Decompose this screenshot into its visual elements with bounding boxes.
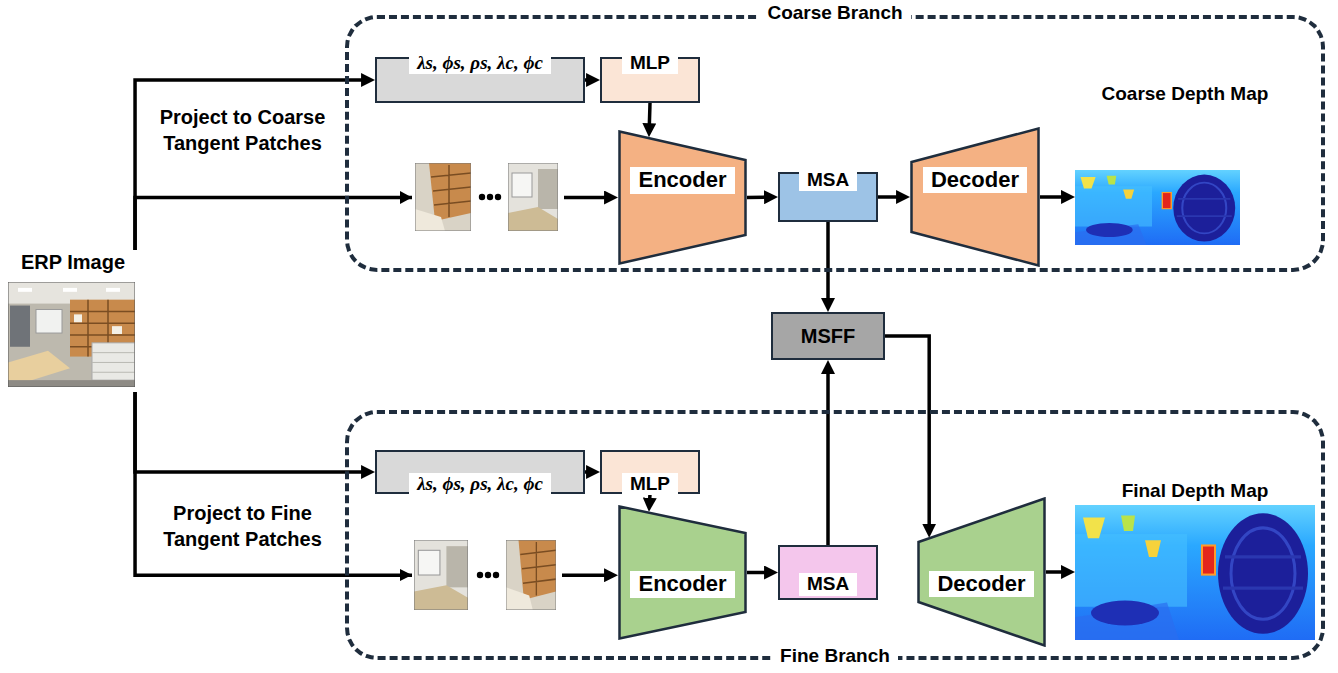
arrow-connector [826,222,830,307]
coarse-depth-image [1075,170,1240,245]
arrow-connector [585,470,595,474]
node-label: MSFF [801,324,855,348]
illustration-part [485,572,491,578]
illustration-part [506,540,556,610]
depth-map-output: Coarse Depth Map [1075,100,1240,248]
encoder-trapezoid: Encoder [618,130,747,265]
branch-panel: λs, ϕs, ρs, λc, ϕc MLP Encoder MSA Decoder Co… [345,15,1325,272]
node-label: λs, ϕs, ρs, λc, ϕc [409,473,551,496]
node-label: ERP Image [21,250,125,274]
node-label: Coarse Depth Map [1094,83,1222,106]
illustration-part [493,572,499,578]
arrow-connector [747,571,773,575]
decoder-trapezoid: Decoder [910,127,1040,267]
illustration-part [412,158,564,236]
node-label: Decoder [929,571,1033,597]
trapezoid-outline [910,127,1040,267]
input-image: ERP Image [6,250,140,392]
arrow-connector [135,392,370,472]
node-label: MSA [799,573,857,596]
illustration-part [414,540,468,610]
connector-group [135,80,1070,575]
arrow-connector [878,195,905,199]
trapezoid-outline [618,130,747,265]
erp-panorama [8,282,135,387]
node-label: MLP [622,52,678,75]
node-label: Final Depth Map [1114,480,1277,503]
decoder-trapezoid: Decoder [917,497,1046,647]
illustration-part [400,191,412,204]
msa-box: MSA [778,545,878,600]
arrow-connector [747,195,773,199]
node-label: λs, ϕs, ρs, λc, ϕc [409,52,551,75]
arrow-connector [826,365,830,545]
parameter-box: λs, ϕs, ρs, λc, ϕc [375,450,585,494]
branch-panel: λs, ϕs, ρs, λc, ϕc MLP Encoder MSA Decoder Fi… [345,410,1325,660]
edge-label: Project to Coarse Tangent Patches [145,104,340,156]
trapezoid-shape [620,507,746,639]
coarse-tangent-patches [400,158,564,236]
panel-title: Fine Branch [772,645,898,668]
illustration-part [400,569,412,581]
msa-box: MSA [778,172,878,222]
illustration-part [487,194,493,200]
trapezoid-shape [919,499,1045,646]
illustration-part [479,194,485,200]
arrow-connector [648,494,652,507]
illustration-part [415,163,471,231]
node-label: MSA [799,169,857,192]
parameter-box: λs, ϕs, ρs, λc, ϕc [375,57,585,103]
node-label: Decoder [923,167,1027,193]
illustration-part [477,572,483,578]
illustration-part [508,163,558,231]
mlp-box: MLP [600,450,700,494]
arrow-connector [885,336,929,533]
trapezoid-shape [620,132,746,264]
illustration-part [412,536,562,614]
edge-label: Project to Fine Tangent Patches [145,500,340,552]
panel-title: Coarse Branch [759,2,910,25]
fine-tangent-patches [400,536,562,614]
trapezoid-shape [912,129,1039,266]
illustration-part [495,194,501,200]
node-label: MLP [622,473,678,496]
arrow-connector [1040,195,1070,199]
encoder-trapezoid: Encoder [618,505,747,640]
final-depth-image [1075,505,1315,640]
fusion-box: MSFF [771,312,885,360]
arrow-connector [647,103,651,132]
arrow-connector [1046,570,1070,574]
mlp-box: MLP [600,57,700,103]
arrow-connector [135,80,370,250]
arrow-connector [585,78,595,82]
node-label: Encoder [630,167,734,193]
depth-map-output: Final Depth Map [1075,468,1315,643]
node-label: Encoder [630,571,734,597]
